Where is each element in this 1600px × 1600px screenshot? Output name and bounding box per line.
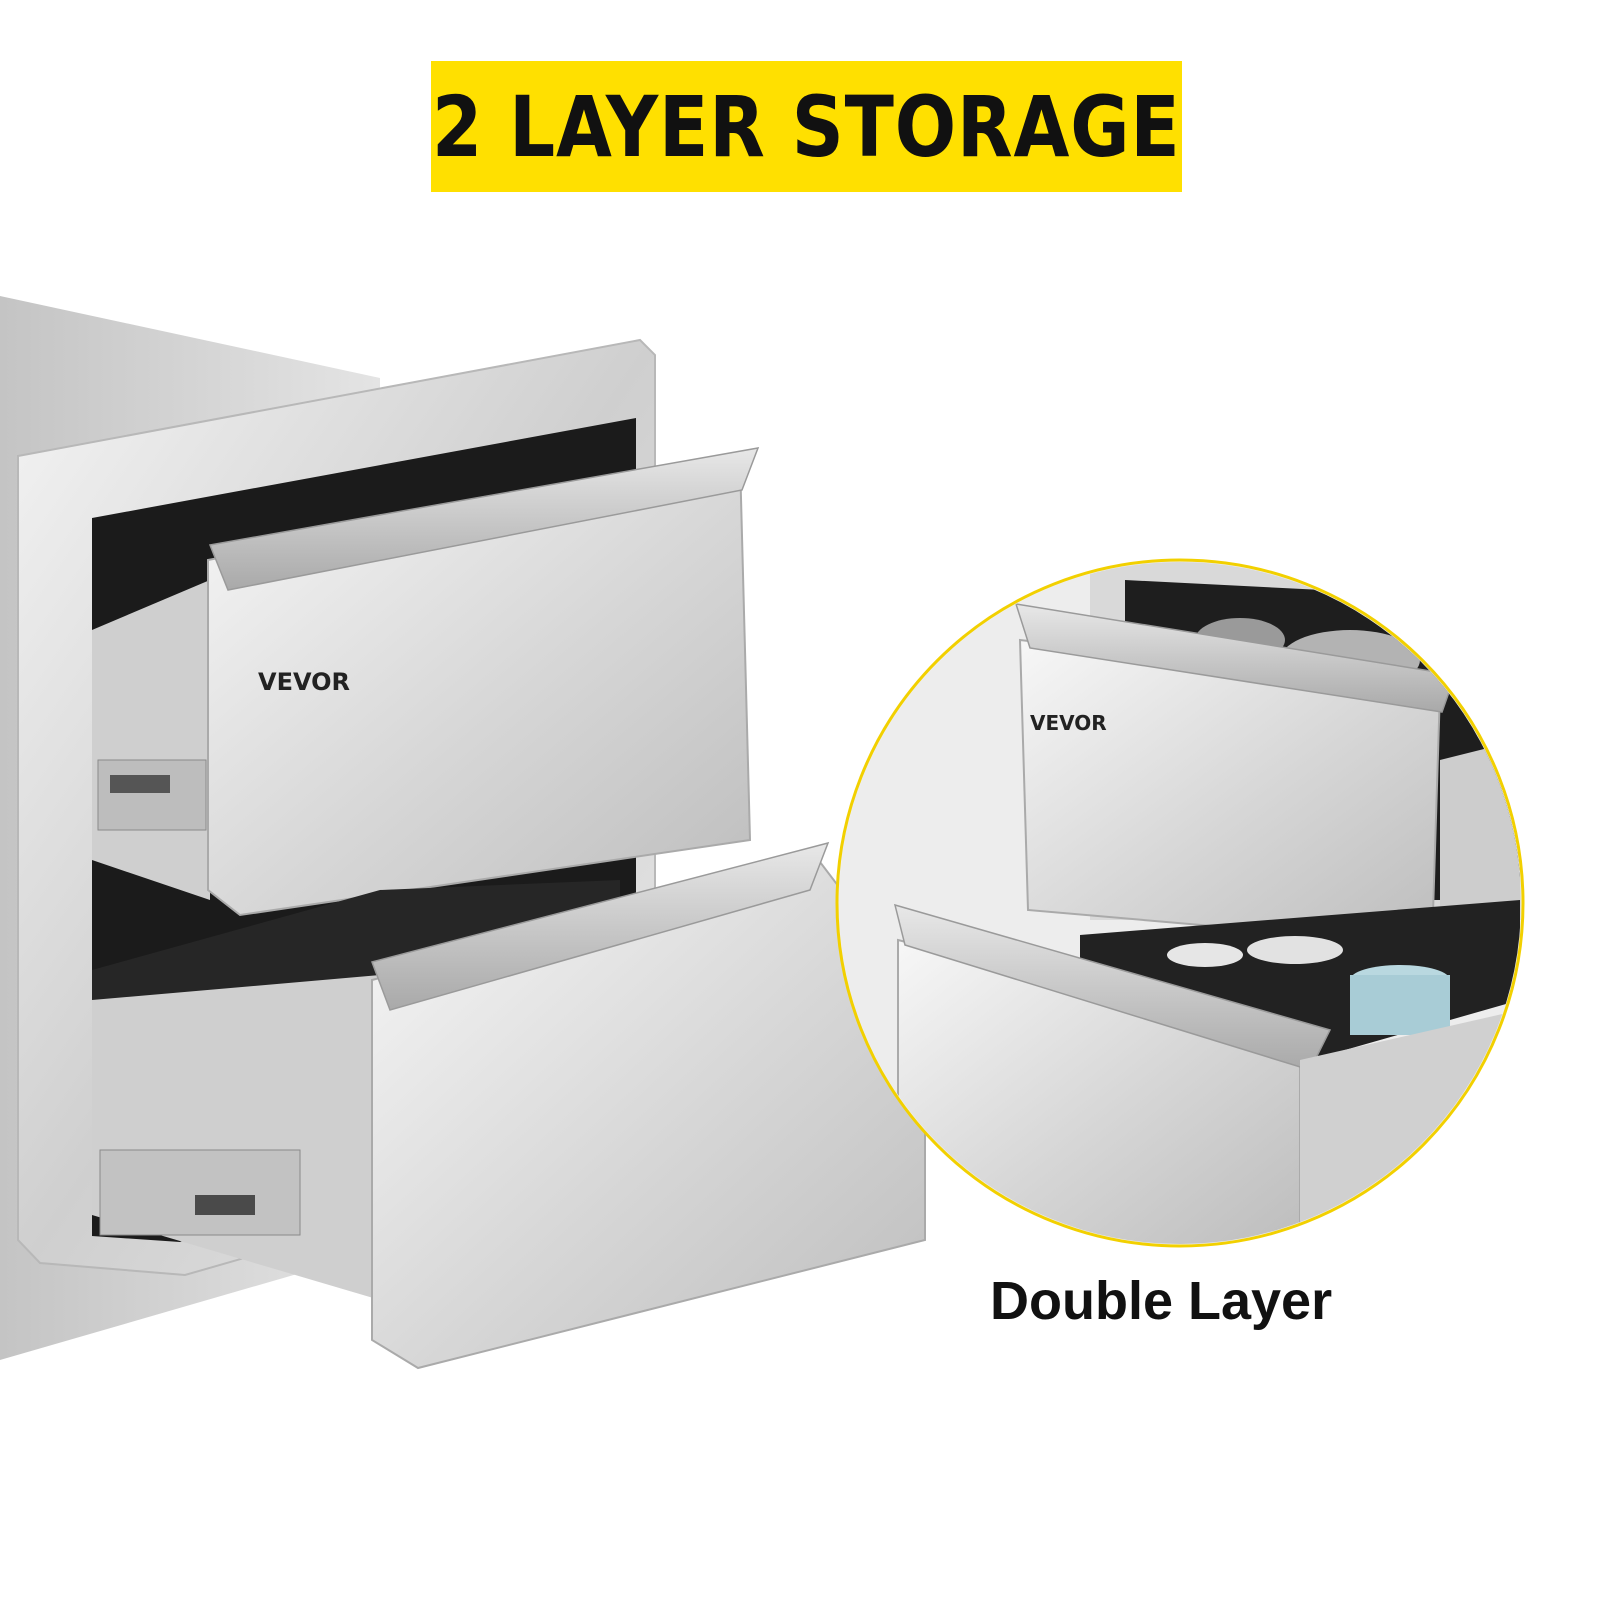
- title-text: 2 LAYER STORAGE: [432, 77, 1181, 176]
- lower-drawer: [92, 841, 926, 1370]
- vevor-logo-upper: VEVOR: [258, 668, 350, 696]
- upper-drawer: VEVOR: [92, 447, 760, 917]
- caption-double-layer: Double Layer: [990, 1271, 1333, 1331]
- vevor-logo-inset: VEVOR: [1030, 711, 1107, 735]
- inset-detail: VEVOR: [835, 558, 1525, 1248]
- title-banner: 2 LAYER STORAGE: [431, 61, 1182, 192]
